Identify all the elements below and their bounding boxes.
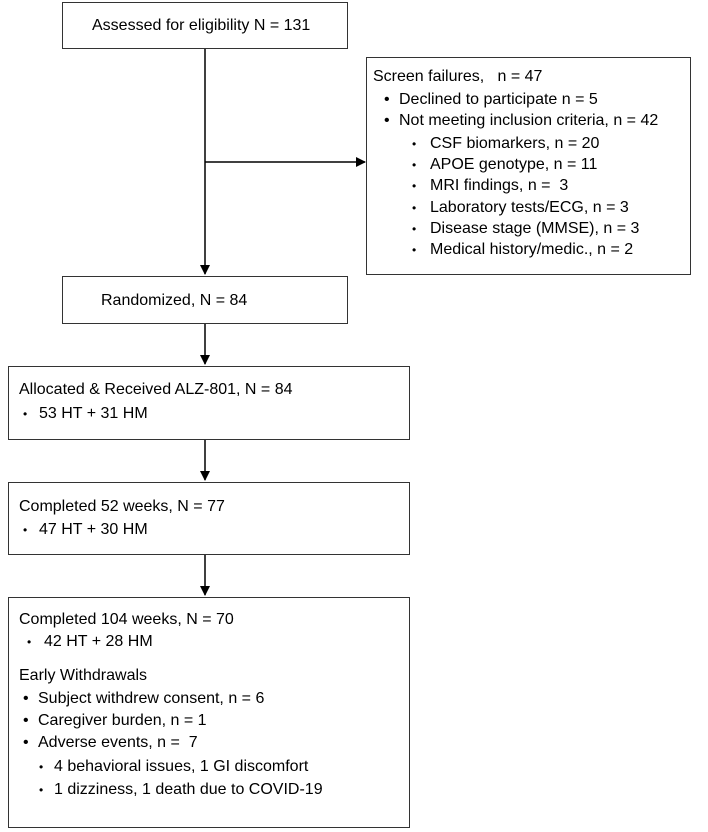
bullet: • bbox=[39, 783, 44, 797]
bullet: • bbox=[412, 137, 417, 151]
week104-box: Completed 104 weeks, N = 70 • 42 HT + 28… bbox=[8, 597, 410, 828]
randomized-label: Randomized, N = 84 bbox=[101, 292, 248, 309]
withdrawal-item: Caregiver burden, n = 1 bbox=[38, 712, 207, 729]
criteria-item: CSF biomarkers, n = 20 bbox=[430, 135, 600, 152]
allocated-title: Allocated & Received ALZ-801, N = 84 bbox=[19, 381, 293, 398]
bullet: • bbox=[23, 712, 29, 729]
bullet: • bbox=[27, 635, 32, 649]
adverse-detail: 4 behavioral issues, 1 GI discomfort bbox=[54, 758, 309, 775]
bullet: • bbox=[384, 91, 390, 108]
week52-box: Completed 52 weeks, N = 77 • 47 HT + 30 … bbox=[8, 482, 410, 555]
assessed-label: Assessed for eligibility N = 131 bbox=[92, 17, 311, 34]
criteria-item: MRI findings, n = 3 bbox=[430, 177, 569, 194]
week52-title: Completed 52 weeks, N = 77 bbox=[19, 498, 225, 515]
allocated-box: Allocated & Received ALZ-801, N = 84 • 5… bbox=[8, 366, 410, 440]
week104-title: Completed 104 weeks, N = 70 bbox=[19, 611, 234, 628]
criteria-item: Disease stage (MMSE), n = 3 bbox=[430, 220, 640, 237]
bullet: • bbox=[23, 523, 28, 537]
screen-failure-item: Declined to participate n = 5 bbox=[399, 91, 598, 108]
bullet: • bbox=[412, 222, 417, 236]
bullet: • bbox=[412, 158, 417, 172]
bullet: • bbox=[23, 690, 29, 707]
screen-failures-title: Screen failures, n = 47 bbox=[373, 68, 543, 85]
withdrawals-title: Early Withdrawals bbox=[19, 667, 148, 684]
assessed-box: Assessed for eligibility N = 131 bbox=[62, 2, 348, 49]
bullet: • bbox=[384, 112, 390, 129]
withdrawal-item: Adverse events, n = 7 bbox=[38, 734, 198, 751]
week104-detail: 42 HT + 28 HM bbox=[44, 633, 153, 650]
screen-failures-box: Screen failures, n = 47 • Declined to pa… bbox=[366, 57, 691, 275]
criteria-item: Laboratory tests/ECG, n = 3 bbox=[430, 199, 629, 216]
bullet: • bbox=[412, 243, 417, 257]
adverse-detail: 1 dizziness, 1 death due to COVID-19 bbox=[54, 781, 323, 798]
allocated-detail: 53 HT + 31 HM bbox=[39, 405, 148, 422]
bullet: • bbox=[23, 734, 29, 751]
bullet: • bbox=[412, 201, 417, 215]
randomized-box: Randomized, N = 84 bbox=[62, 276, 348, 324]
bullet: • bbox=[39, 760, 44, 774]
screen-failure-item: Not meeting inclusion criteria, n = 42 bbox=[399, 112, 659, 129]
week52-detail: 47 HT + 30 HM bbox=[39, 521, 148, 538]
bullet: • bbox=[412, 179, 417, 193]
criteria-item: APOE genotype, n = 11 bbox=[430, 156, 598, 173]
withdrawal-item: Subject withdrew consent, n = 6 bbox=[38, 690, 265, 707]
bullet: • bbox=[23, 407, 28, 421]
criteria-item: Medical history/medic., n = 2 bbox=[430, 241, 634, 258]
